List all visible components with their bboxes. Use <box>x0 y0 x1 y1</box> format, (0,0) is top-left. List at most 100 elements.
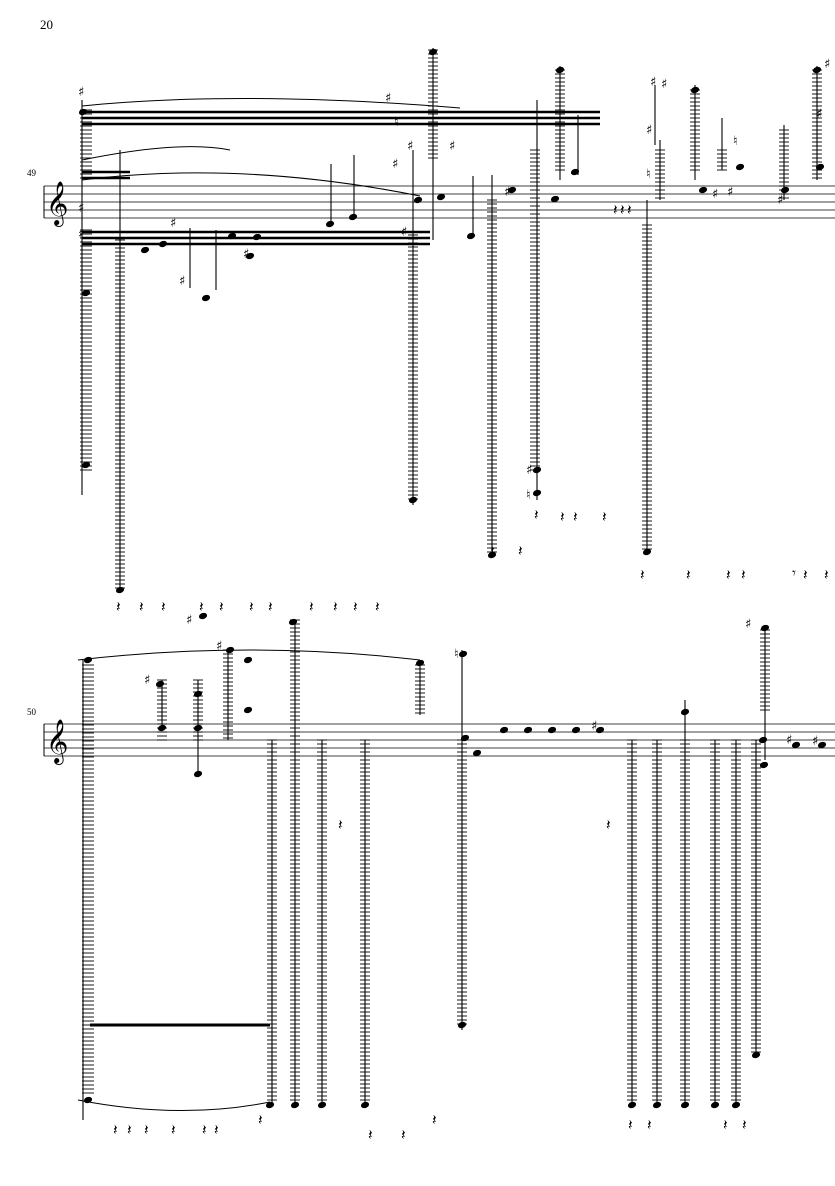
notehead <box>436 193 446 201</box>
notehead <box>155 680 165 688</box>
sharp-accidental: ♯ <box>407 139 413 154</box>
slur <box>81 172 421 197</box>
notehead <box>265 1101 275 1109</box>
notehead <box>523 726 533 734</box>
quarter-rest: 𝄽 <box>726 566 731 584</box>
quarter-rest: 𝄽 <box>620 201 625 219</box>
notehead <box>815 163 825 171</box>
sharp-accidental: ♯ <box>777 193 783 208</box>
notehead <box>360 1101 370 1109</box>
notehead <box>252 233 262 241</box>
quarter-rest: 𝄽 <box>686 566 691 584</box>
notehead <box>571 726 581 734</box>
quarter-rest: 𝄽 <box>338 816 343 834</box>
quarter-rest: 𝄽 <box>113 1121 118 1139</box>
notehead <box>570 168 580 176</box>
quarter-rest: 𝄽 <box>116 598 121 616</box>
quarter-rest: 𝄽 <box>171 1121 176 1139</box>
sharp-accidental: ♯ <box>401 225 407 240</box>
slur <box>77 1099 271 1111</box>
sharp-accidental: ♯ <box>449 139 455 154</box>
notehead <box>227 232 237 240</box>
notehead <box>428 48 438 56</box>
notehead <box>81 461 91 469</box>
eighth-rest: 𝄾 <box>792 564 796 582</box>
quarter-rest: 𝄽 <box>219 598 224 616</box>
quarter-rest: 𝄽 <box>560 508 565 526</box>
notehead <box>698 186 708 194</box>
quarter-rest: 𝄽 <box>613 201 618 219</box>
quarter-rest: 𝄽 <box>127 1121 132 1139</box>
sharp-accidental: ♯ <box>712 187 718 202</box>
notehead <box>812 66 822 74</box>
natural-accidental: ♮ <box>526 488 531 503</box>
sharp-accidental: ♯ <box>78 201 84 216</box>
notehead <box>157 724 167 732</box>
notehead <box>348 213 358 221</box>
treble-clef: 𝄞 <box>46 181 68 227</box>
natural-accidental: ♮ <box>646 167 651 182</box>
notehead <box>193 770 203 778</box>
sharp-accidental: ♯ <box>170 216 176 231</box>
notehead <box>642 548 652 556</box>
measure-number-49: 49 <box>27 168 36 178</box>
page-number: 20 <box>40 17 53 32</box>
notehead <box>627 1101 637 1109</box>
staff-system-2: 𝄞 <box>43 719 835 765</box>
sharp-accidental: ♯ <box>186 613 192 628</box>
quarter-rest: 𝄽 <box>490 542 495 560</box>
notehead <box>759 761 769 769</box>
quarter-rest: 𝄽 <box>309 598 314 616</box>
notehead <box>532 489 542 497</box>
quarter-rest: 𝄽 <box>803 566 808 584</box>
sharp-accidental: ♯ <box>78 85 84 100</box>
slur <box>77 649 421 661</box>
sharp-accidental: ♯ <box>745 617 751 632</box>
notehead <box>507 186 517 194</box>
treble-clef: 𝄞 <box>46 719 68 765</box>
quarter-rest: 𝄽 <box>268 598 273 616</box>
notehead <box>710 1101 720 1109</box>
quarter-rest: 𝄽 <box>375 598 380 616</box>
notation-marks: ♯♯♯♯♯♯♯♯♯♯♯♯♯♯♯♯♯♯♯♯♯♮♮♮♮𝄽𝄽𝄽𝄽𝄽𝄽𝄽𝄽𝄽𝄽𝄽𝄽𝄽𝄽𝄽… <box>77 48 830 1144</box>
notehead <box>193 724 203 732</box>
quarter-rest: 𝄽 <box>161 598 166 616</box>
sharp-accidental: ♯ <box>650 75 656 90</box>
sharp-accidental: ♯ <box>591 719 597 734</box>
quarter-rest: 𝄽 <box>202 1121 207 1139</box>
sharp-accidental: ♯ <box>786 733 792 748</box>
quarter-rest: 𝄽 <box>139 598 144 616</box>
slur <box>81 146 231 161</box>
sharp-accidental: ♯ <box>78 227 84 242</box>
natural-accidental: ♮ <box>454 647 459 662</box>
natural-accidental: ♮ <box>394 115 399 130</box>
notehead <box>751 1051 761 1059</box>
notehead <box>460 734 470 742</box>
notehead <box>317 1101 327 1109</box>
notehead <box>458 650 468 658</box>
notehead <box>760 624 770 632</box>
notehead <box>325 220 335 228</box>
quarter-rest: 𝄽 <box>606 816 611 834</box>
notehead <box>201 294 211 302</box>
notehead <box>555 66 565 74</box>
sharp-accidental: ♯ <box>816 107 822 122</box>
quarter-rest: 𝄽 <box>534 506 539 524</box>
quarter-rest: 𝄽 <box>723 1116 728 1134</box>
notehead <box>532 466 542 474</box>
notehead <box>288 618 298 626</box>
notehead <box>140 246 150 254</box>
quarter-rest: 𝄽 <box>573 508 578 526</box>
notehead <box>457 1021 467 1029</box>
notehead <box>791 741 801 749</box>
quarter-rest: 𝄽 <box>214 1121 219 1139</box>
notehead <box>198 612 208 620</box>
sharp-accidental: ♯ <box>661 77 667 92</box>
quarter-rest: 𝄽 <box>640 566 645 584</box>
notehead <box>415 659 425 667</box>
sharp-accidental: ♯ <box>144 673 150 688</box>
notehead <box>547 726 557 734</box>
quarter-rest: 𝄽 <box>602 508 607 526</box>
